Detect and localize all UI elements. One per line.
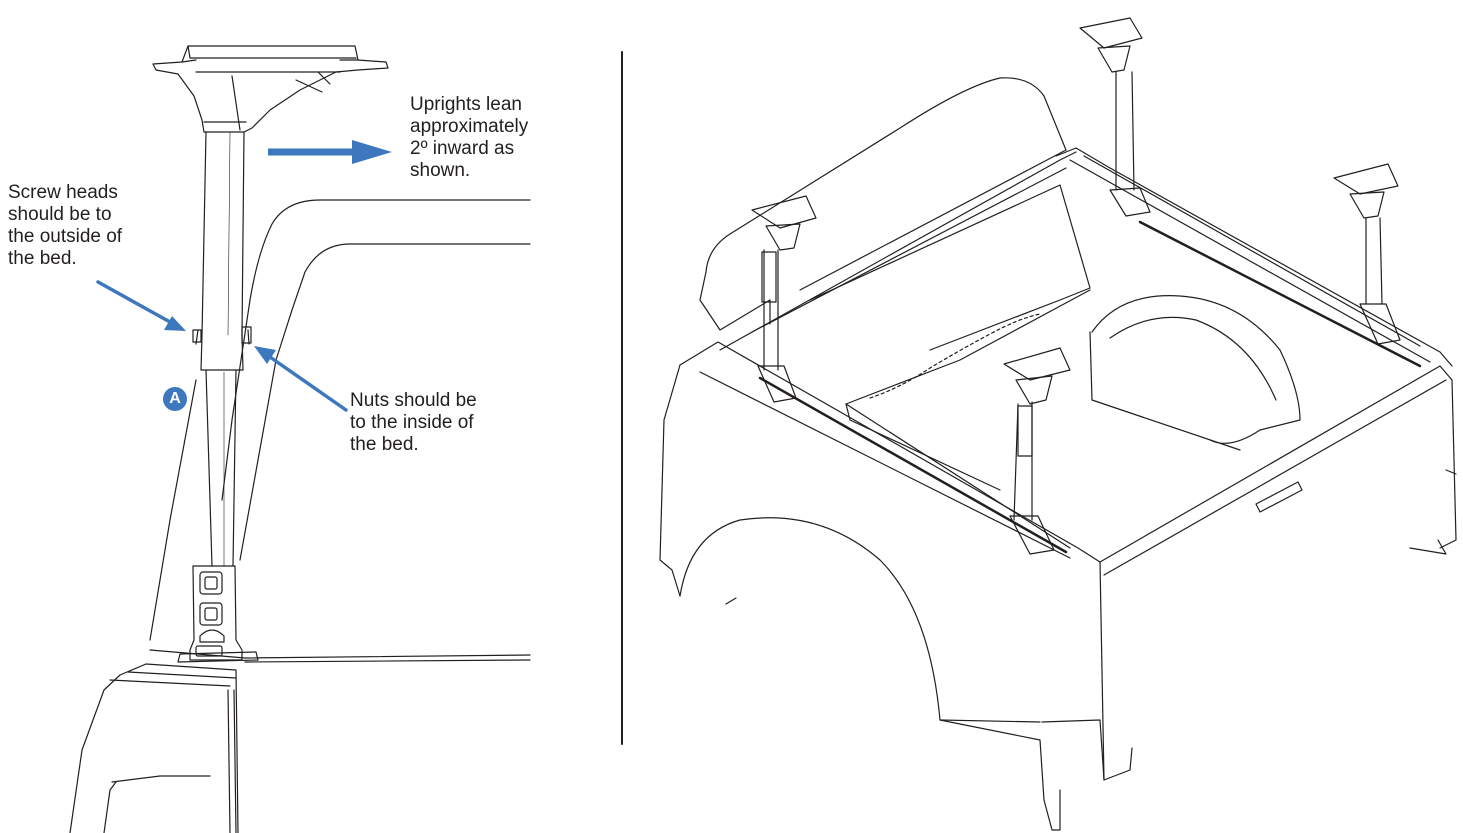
lean-note-line: shown. — [410, 160, 471, 181]
upright-lower-tube — [205, 369, 237, 567]
nut-note-line: the bed. — [350, 434, 419, 455]
nut-note-line: to the inside of — [350, 412, 474, 433]
screw-heads-note: Screw heads should be to the outside of … — [8, 182, 122, 270]
lean-note-line: 2º inward as — [410, 138, 515, 159]
upright-closeup — [69, 45, 531, 833]
lean-note: Uprights lean approximately 2º inward as… — [410, 94, 528, 182]
upright-rear-right — [1333, 163, 1401, 345]
step-badge: A — [163, 387, 187, 411]
nut-note-line: Nuts should be — [350, 390, 477, 411]
lean-arrow — [268, 140, 392, 164]
upright-rear-left — [1079, 17, 1151, 217]
nuts-note: Nuts should be to the inside of the bed. — [350, 390, 477, 456]
screw-note-line: should be to — [8, 204, 112, 225]
upright-front-left — [751, 195, 817, 403]
upright-front-right — [1003, 347, 1071, 555]
screw-note-line: the bed. — [8, 248, 77, 269]
upright-upper-tube — [192, 131, 252, 371]
upright-top-plate — [152, 45, 389, 133]
lean-note-line: Uprights lean — [410, 94, 522, 115]
upright-base-bracket — [177, 565, 259, 663]
truck-bed-overview — [659, 17, 1457, 831]
bed-wall-section — [69, 649, 531, 833]
screw-note-line: the outside of — [8, 226, 123, 247]
cab-outline — [149, 199, 531, 641]
screw-arrow — [96, 280, 186, 331]
nut-arrow — [254, 346, 348, 412]
screw-note-line: Screw heads — [8, 182, 118, 203]
lean-note-line: approximately — [410, 116, 529, 137]
